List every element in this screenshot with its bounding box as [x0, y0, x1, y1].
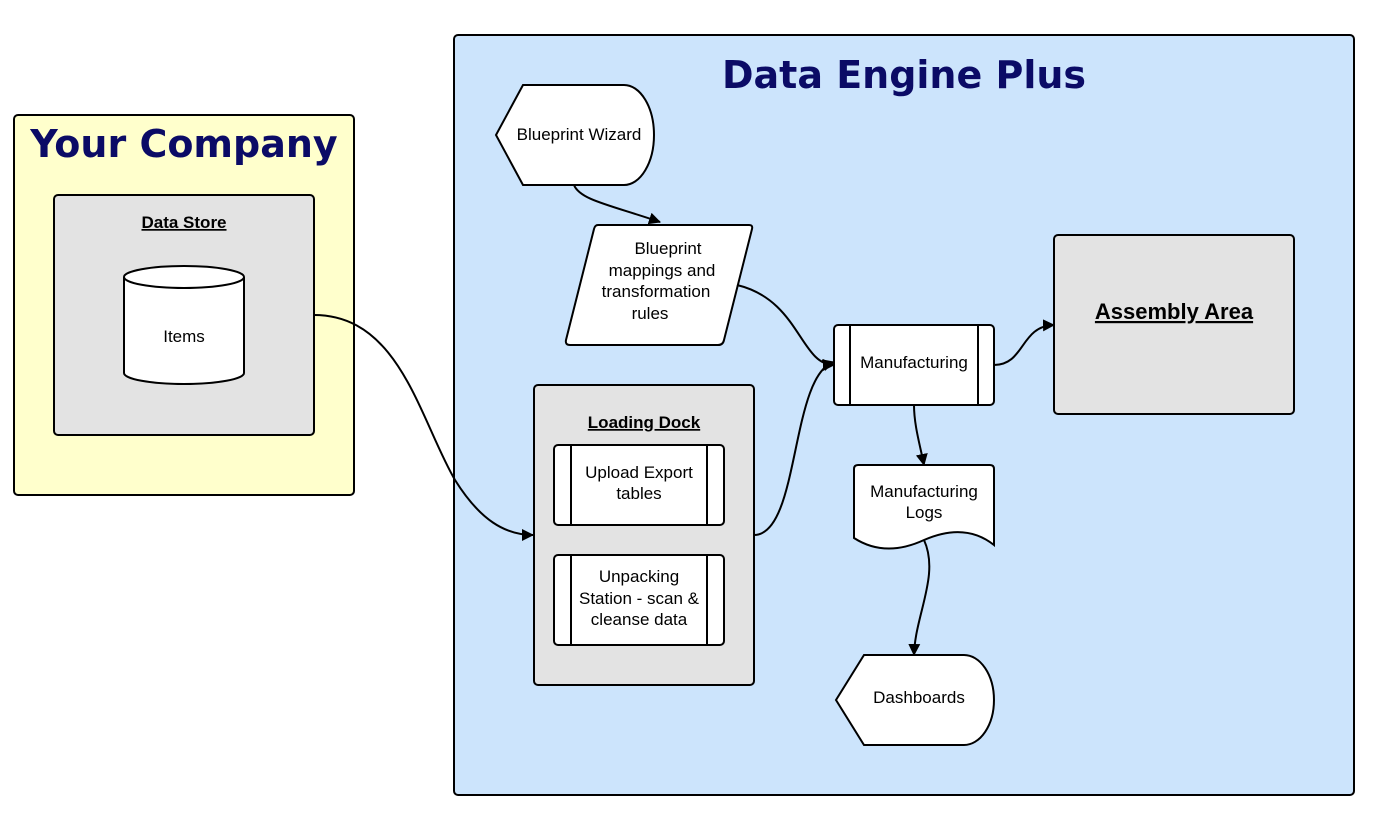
display-shape-icon	[834, 654, 995, 746]
manufacturing-node[interactable]: Manufacturing	[833, 324, 995, 406]
data-parallelogram-icon	[564, 224, 754, 346]
blueprint-wizard-node[interactable]: Blueprint Wizard	[494, 84, 655, 186]
blueprint-rules-line-3: transformation	[602, 282, 711, 301]
edge-logs-to-dashboards	[908, 539, 931, 656]
edge-wizard-to-blueprint	[573, 184, 661, 225]
edge-manufacturing-to-logs	[913, 404, 928, 466]
unpacking-line-2: Station - scan &	[579, 589, 700, 608]
loading-dock-title: Loading Dock	[588, 413, 701, 432]
upload-export-line-2: tables	[616, 484, 661, 503]
loading-dock-container: Loading Dock Upload Export tables Unpack…	[533, 384, 755, 686]
upload-export-line-1: Upload Export	[585, 463, 693, 482]
data-store-title: Data Store	[141, 213, 226, 232]
blueprint-rules-line-1: Blueprint	[634, 239, 701, 258]
edge-loadingdock-to-manufacturing	[753, 359, 835, 536]
display-shape-icon	[494, 84, 655, 186]
manufacturing-logs-line-1: Manufacturing	[870, 482, 978, 501]
manufacturing-label: Manufacturing	[860, 353, 968, 372]
database-cylinder-icon	[123, 277, 245, 385]
connectors	[313, 184, 1055, 656]
items-database[interactable]: Items	[123, 265, 245, 385]
assembly-area-label: Assembly Area	[1095, 299, 1254, 324]
dashboards-label: Dashboards	[873, 688, 965, 707]
process-box-icon	[553, 554, 725, 646]
assembly-area-node[interactable]: Assembly Area	[1053, 234, 1295, 415]
manufacturing-logs-line-2: Logs	[906, 503, 943, 522]
items-label: Items	[163, 327, 205, 346]
process-box-icon	[553, 444, 725, 526]
data-store-container: Data Store Items	[53, 194, 315, 436]
unpacking-line-3: cleanse data	[591, 610, 688, 629]
dashboards-node[interactable]: Dashboards	[834, 654, 995, 746]
upload-export-node[interactable]: Upload Export tables	[553, 444, 725, 526]
blueprint-rules-node[interactable]: Blueprint mappings and transformation ru…	[564, 224, 754, 346]
company-panel: Your Company Data Store Items	[13, 114, 355, 496]
manufacturing-logs-node[interactable]: Manufacturing Logs	[853, 464, 995, 550]
assembly-area-bg	[1053, 234, 1295, 415]
blueprint-wizard-label: Blueprint Wizard	[517, 125, 642, 144]
blueprint-rules-line-4: rules	[632, 304, 669, 323]
company-title: Your Company	[29, 122, 338, 166]
edge-manufacturing-to-assembly	[993, 319, 1055, 366]
unpacking-line-1: Unpacking	[599, 567, 679, 586]
blueprint-rules-line-2: mappings and	[609, 261, 716, 280]
engine-title: Data Engine Plus	[722, 53, 1086, 97]
unpacking-station-node[interactable]: Unpacking Station - scan & cleanse data	[553, 554, 725, 646]
engine-panel: Data Engine Plus Blueprint Wizard Bluepr…	[453, 34, 1355, 796]
database-top-icon	[123, 265, 245, 289]
edge-datastore-to-loadingdock	[313, 314, 534, 541]
